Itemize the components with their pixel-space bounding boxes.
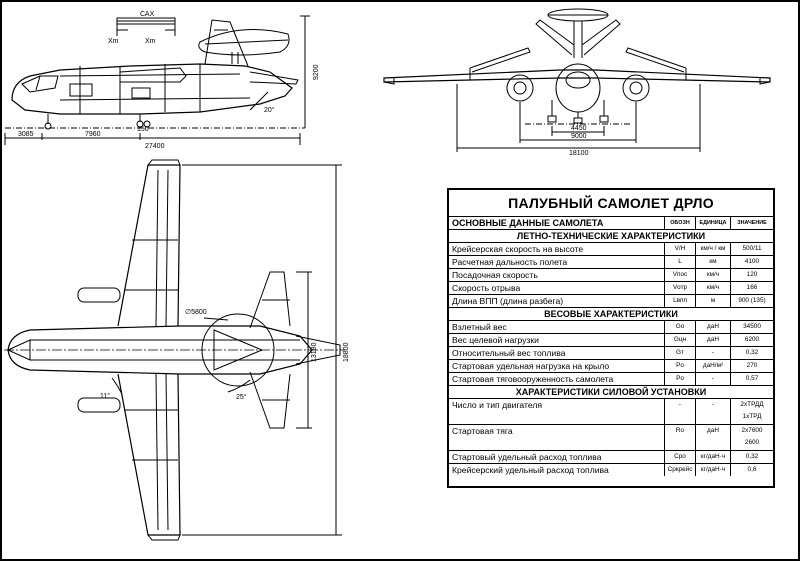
table-row: Стартовая тяга Ro даН 2х7600 2600 <box>449 425 773 451</box>
front-view: 4450 9000 18100 <box>383 8 771 157</box>
table-row: Длина ВПП (длина разбега) Lвпп м 900 (13… <box>449 295 773 308</box>
header-sym: ОБОЗН <box>665 217 696 229</box>
table-row: Вес целевой нагрузки Gцн даН 6200 <box>449 334 773 347</box>
dim-nose: 3085 <box>18 131 34 138</box>
top-view: 13180 18800 ∅5800 11° 25° <box>4 159 350 541</box>
table-row: Стартовый удельный расход топлива Cpo кг… <box>449 451 773 464</box>
dim-track: 4450 <box>571 125 587 132</box>
dim-length-total-top: 18800 <box>343 342 350 362</box>
spec-header-row: ОСНОВНЫЕ ДАННЫЕ САМОЛЕТА ОБОЗН ЕДИНИЦА З… <box>449 217 773 230</box>
xcg-right-label: Xm <box>145 38 156 45</box>
table-row: Расчетная дальность полета L км 4100 <box>449 256 773 269</box>
dim-length-total: 27400 <box>145 143 165 150</box>
xcg-left-label: Xm <box>108 38 119 45</box>
side-view: САХ Xm Xm <box>4 11 320 150</box>
dim-span: 18100 <box>569 150 589 157</box>
table-row: Крейсерская скорость на высоте V/H км/ч … <box>449 243 773 256</box>
table-row: Стартовая удельная нагрузка на крыло Po … <box>449 360 773 373</box>
dim-angle-tail: 25° <box>236 393 247 401</box>
section-flight: ЛЕТНО-ТЕХНИЧЕСКИЕ ХАРАКТЕРИСТИКИ <box>449 230 773 243</box>
table-row: Крейсерский удельный расход топлива Cpкр… <box>449 464 773 476</box>
dim-gear: 150 <box>137 126 149 133</box>
cax-label: САХ <box>140 11 155 18</box>
dim-radome: ∅5800 <box>185 309 207 316</box>
dim-tail-angle: 20° <box>264 106 275 114</box>
table-row: Посадочная скорость Vпос км/ч 120 <box>449 269 773 282</box>
table-row: Число и тип двигателя - - 2хТРДД 1хТРД <box>449 399 773 425</box>
table-row: Взлетный вес Go даН 34500 <box>449 321 773 334</box>
dim-length: 13180 <box>311 342 318 362</box>
dim-main: 7960 <box>85 131 101 138</box>
spec-title: ПАЛУБНЫЙ САМОЛЕТ ДРЛО <box>449 190 773 217</box>
section-weight: ВЕСОВЫЕ ХАРАКТЕРИСТИКИ <box>449 308 773 321</box>
section-power: ХАРАКТЕРИСТИКИ СИЛОВОЙ УСТАНОВКИ <box>449 386 773 399</box>
table-row: Стартовая тяговооруженность самолета Po … <box>449 373 773 386</box>
header-unit: ЕДИНИЦА <box>696 217 731 229</box>
table-row: Относительный вес топлива Gт - 0,32 <box>449 347 773 360</box>
table-row: Скорость отрыва Vотр км/ч 166 <box>449 282 773 295</box>
spec-table: ПАЛУБНЫЙ САМОЛЕТ ДРЛО ОСНОВНЫЕ ДАННЫЕ СА… <box>447 188 775 488</box>
dim-angle-wing: 11° <box>100 392 110 400</box>
header-name: ОСНОВНЫЕ ДАННЫЕ САМОЛЕТА <box>449 217 665 229</box>
dim-height: 9200 <box>313 64 320 80</box>
header-val: ЗНАЧЕНИЕ <box>737 220 767 226</box>
dim-engines: 9000 <box>571 133 587 140</box>
